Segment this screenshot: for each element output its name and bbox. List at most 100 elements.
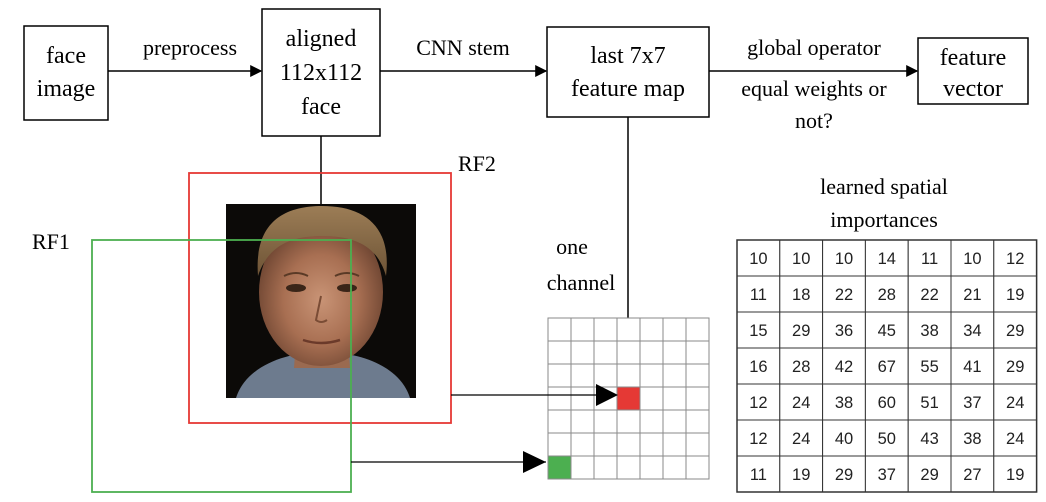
importance-cell <box>993 239 1038 277</box>
channel-cell <box>662 317 687 342</box>
importance-value: 60 <box>878 394 896 412</box>
channel-cell <box>685 317 710 342</box>
importance-value: 28 <box>792 358 810 376</box>
importance-value: 14 <box>878 250 896 268</box>
importance-value: 43 <box>920 430 938 448</box>
channel-cell <box>547 340 572 365</box>
channel-cell <box>593 340 618 365</box>
feature-map-label-2: feature map <box>571 76 685 102</box>
channel-cell <box>639 317 664 342</box>
importance-value: 21 <box>963 286 981 304</box>
aligned-face-label-1: aligned <box>286 26 357 52</box>
rf1-box <box>91 239 352 493</box>
one-channel-label-2: channel <box>547 270 615 295</box>
channel-cell <box>547 386 572 411</box>
feature-vector-label-2: vector <box>943 76 1003 102</box>
importance-value: 24 <box>792 430 810 448</box>
importance-cell <box>907 239 952 277</box>
importance-value: 28 <box>878 286 896 304</box>
importance-cell <box>993 347 1038 385</box>
channel-cell <box>616 409 641 434</box>
aligned-face-label-3: face <box>301 94 341 120</box>
importance-value: 29 <box>1006 358 1024 376</box>
channel-cell <box>570 340 595 365</box>
channel-cell <box>616 455 641 480</box>
importance-value: 12 <box>749 430 767 448</box>
channel-cell <box>570 409 595 434</box>
importance-value: 37 <box>963 394 981 412</box>
global-operator-label-2: equal weights or <box>741 76 887 101</box>
importance-cell <box>950 347 995 385</box>
importances-title-2: importances <box>830 207 938 232</box>
channel-cell <box>547 432 572 457</box>
importance-value: 24 <box>792 394 810 412</box>
channel-cell <box>593 432 618 457</box>
channel-cell <box>639 409 664 434</box>
importance-value: 19 <box>1006 466 1024 484</box>
importance-value: 12 <box>749 394 767 412</box>
importance-value: 11 <box>750 466 767 484</box>
importance-value: 29 <box>835 466 853 484</box>
importance-cell <box>822 347 866 385</box>
rf2-label: RF2 <box>458 151 496 176</box>
importance-cell <box>864 311 909 349</box>
channel-cell <box>639 386 664 411</box>
channel-cell <box>685 455 710 480</box>
importance-value: 22 <box>835 286 853 304</box>
channel-cell <box>685 363 710 388</box>
importance-cell <box>779 347 824 385</box>
channel-cell <box>662 363 687 388</box>
importance-cell <box>864 239 909 277</box>
importance-value: 11 <box>750 286 767 304</box>
channel-cell <box>593 317 618 342</box>
importance-cell <box>864 455 909 493</box>
channel-cell <box>616 340 641 365</box>
importance-cell <box>907 275 952 313</box>
channel-cell <box>639 455 664 480</box>
importance-cell <box>822 239 866 277</box>
face-photo <box>226 204 416 398</box>
importance-value: 10 <box>963 250 981 268</box>
rf2-arrowhead-icon <box>596 384 618 406</box>
importance-value: 38 <box>920 322 938 340</box>
importance-value: 10 <box>749 250 767 268</box>
channel-cell <box>570 432 595 457</box>
importance-cell <box>950 311 995 349</box>
importance-value: 45 <box>878 322 896 340</box>
one-channel-label-1: one <box>556 234 588 259</box>
feature-map-box: last 7x7 feature map <box>546 26 710 118</box>
channel-cell <box>547 317 572 342</box>
feature-vector-label-1: feature <box>940 45 1007 71</box>
importance-value: 40 <box>835 430 853 448</box>
importance-value: 16 <box>749 358 767 376</box>
channel-cell <box>662 455 687 480</box>
face-image-label-1: face <box>46 43 86 69</box>
importance-cell <box>736 275 781 313</box>
channel-cell <box>662 386 687 411</box>
channel-cell <box>547 363 572 388</box>
importance-value: 11 <box>921 250 938 268</box>
importance-value: 29 <box>920 466 938 484</box>
channel-cell <box>570 455 595 480</box>
aligned-face-box: aligned 112x112 face <box>261 8 381 137</box>
feature-vector-box: feature vector <box>917 37 1029 105</box>
channel-cell <box>593 363 618 388</box>
rf1-label: RF1 <box>32 229 70 254</box>
importance-value: 27 <box>963 466 981 484</box>
importance-value: 67 <box>878 358 896 376</box>
importance-value: 38 <box>963 430 981 448</box>
importance-value: 55 <box>920 358 938 376</box>
channel-cell <box>685 432 710 457</box>
rf2-box <box>188 172 452 424</box>
feature-map-label-1: last 7x7 <box>590 43 665 69</box>
importance-value: 51 <box>920 394 938 412</box>
importance-cell <box>993 419 1038 457</box>
channel-cell <box>685 340 710 365</box>
importance-cell <box>950 275 995 313</box>
preprocess-label: preprocess <box>143 35 237 60</box>
importance-value: 22 <box>920 286 938 304</box>
importance-value: 18 <box>792 286 810 304</box>
importance-value: 29 <box>1006 322 1024 340</box>
importance-cell <box>779 383 824 421</box>
